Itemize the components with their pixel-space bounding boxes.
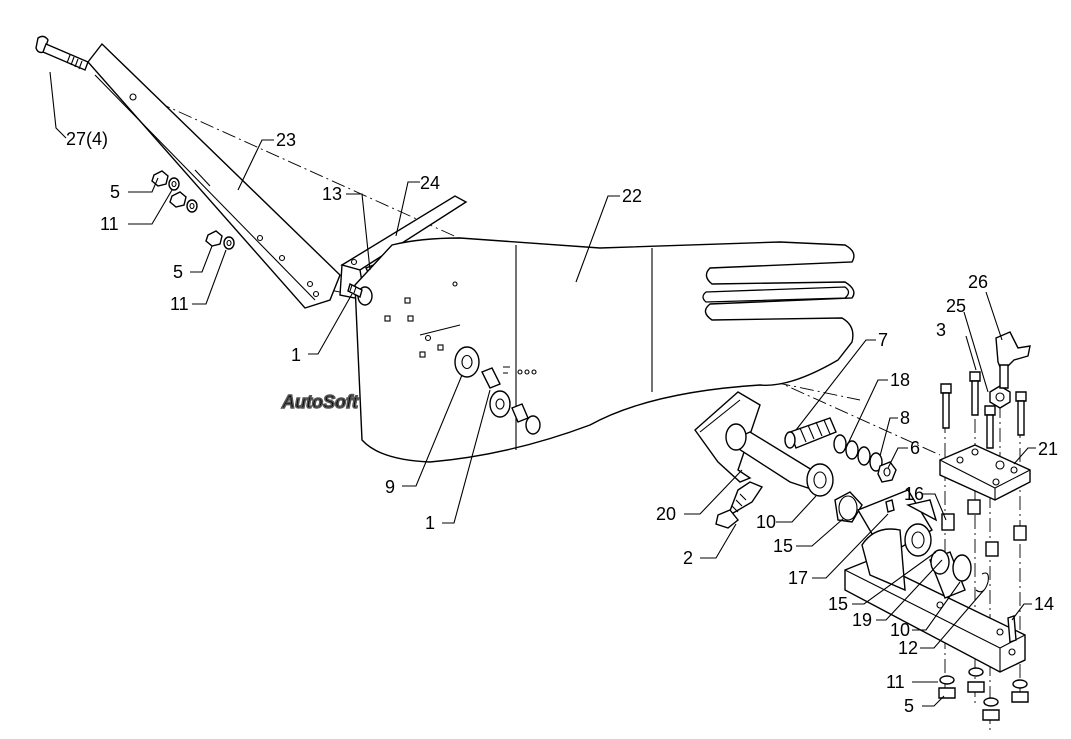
bushing-15	[834, 491, 863, 523]
plate-22	[354, 237, 855, 463]
callout-1-b: 1	[425, 513, 435, 533]
callout-6: 6	[910, 438, 920, 458]
callout-11-a: 11	[100, 214, 119, 234]
bolt-2	[715, 481, 764, 529]
callout-3: 3	[936, 320, 946, 340]
bushing-16	[941, 499, 1027, 557]
plate-21	[939, 444, 1031, 501]
callout-9: 9	[385, 477, 395, 497]
nut-25	[989, 385, 1011, 409]
callout-5-c: 5	[904, 696, 914, 716]
callout-11-c: 11	[886, 672, 905, 692]
callout-13: 13	[322, 184, 342, 204]
callout-5-a: 5	[110, 182, 120, 202]
callout-27: 27(4)	[66, 129, 108, 149]
bolts-3	[940, 371, 1027, 449]
callout-11-b: 11	[170, 294, 189, 314]
leader-lines	[49, 71, 1036, 707]
washers-18	[833, 434, 883, 472]
callout-24: 24	[420, 173, 440, 193]
pin-14	[1007, 615, 1017, 643]
watermark: AutoSoft	[281, 392, 359, 412]
callout-10-a: 10	[756, 512, 776, 532]
callout-8: 8	[900, 408, 910, 428]
callout-12: 12	[898, 638, 918, 658]
callout-26: 26	[968, 272, 988, 292]
callout-15-a: 15	[773, 536, 793, 556]
callout-18: 18	[890, 370, 910, 390]
callout-5-b: 5	[173, 262, 183, 282]
callout-17: 17	[788, 568, 808, 588]
bottom-nuts	[938, 667, 1029, 721]
callout-10-b: 10	[890, 620, 910, 640]
nut-washer-group-left	[151, 170, 235, 250]
nut-6	[877, 461, 897, 483]
callout-7: 7	[878, 330, 888, 350]
callout-14: 14	[1034, 594, 1054, 614]
callout-19: 19	[852, 610, 872, 630]
callout-25: 25	[946, 296, 966, 316]
callout-1-a: 1	[291, 345, 301, 365]
bolt-27	[35, 35, 89, 71]
wing-bolt-26	[995, 331, 1031, 389]
callout-22: 22	[622, 186, 642, 206]
callout-15-b: 15	[828, 594, 848, 614]
callout-2: 2	[683, 548, 693, 568]
bracket-20	[694, 391, 813, 489]
callout-16: 16	[904, 484, 924, 504]
retaining-ring-12	[975, 572, 989, 593]
callout-21: 21	[1038, 439, 1058, 459]
spring-7	[784, 417, 837, 449]
callout-labels: 27(4) 23 5 11 5 11 13 24 22 1 9 1 7 18 8…	[66, 129, 1058, 716]
callout-20: 20	[656, 504, 676, 524]
washer-10	[806, 463, 834, 497]
bolt-1-upper	[347, 282, 373, 306]
arm-23	[87, 42, 341, 309]
callout-23: 23	[276, 130, 296, 150]
washer-9	[454, 346, 480, 378]
bolt-1-lower	[481, 367, 541, 435]
